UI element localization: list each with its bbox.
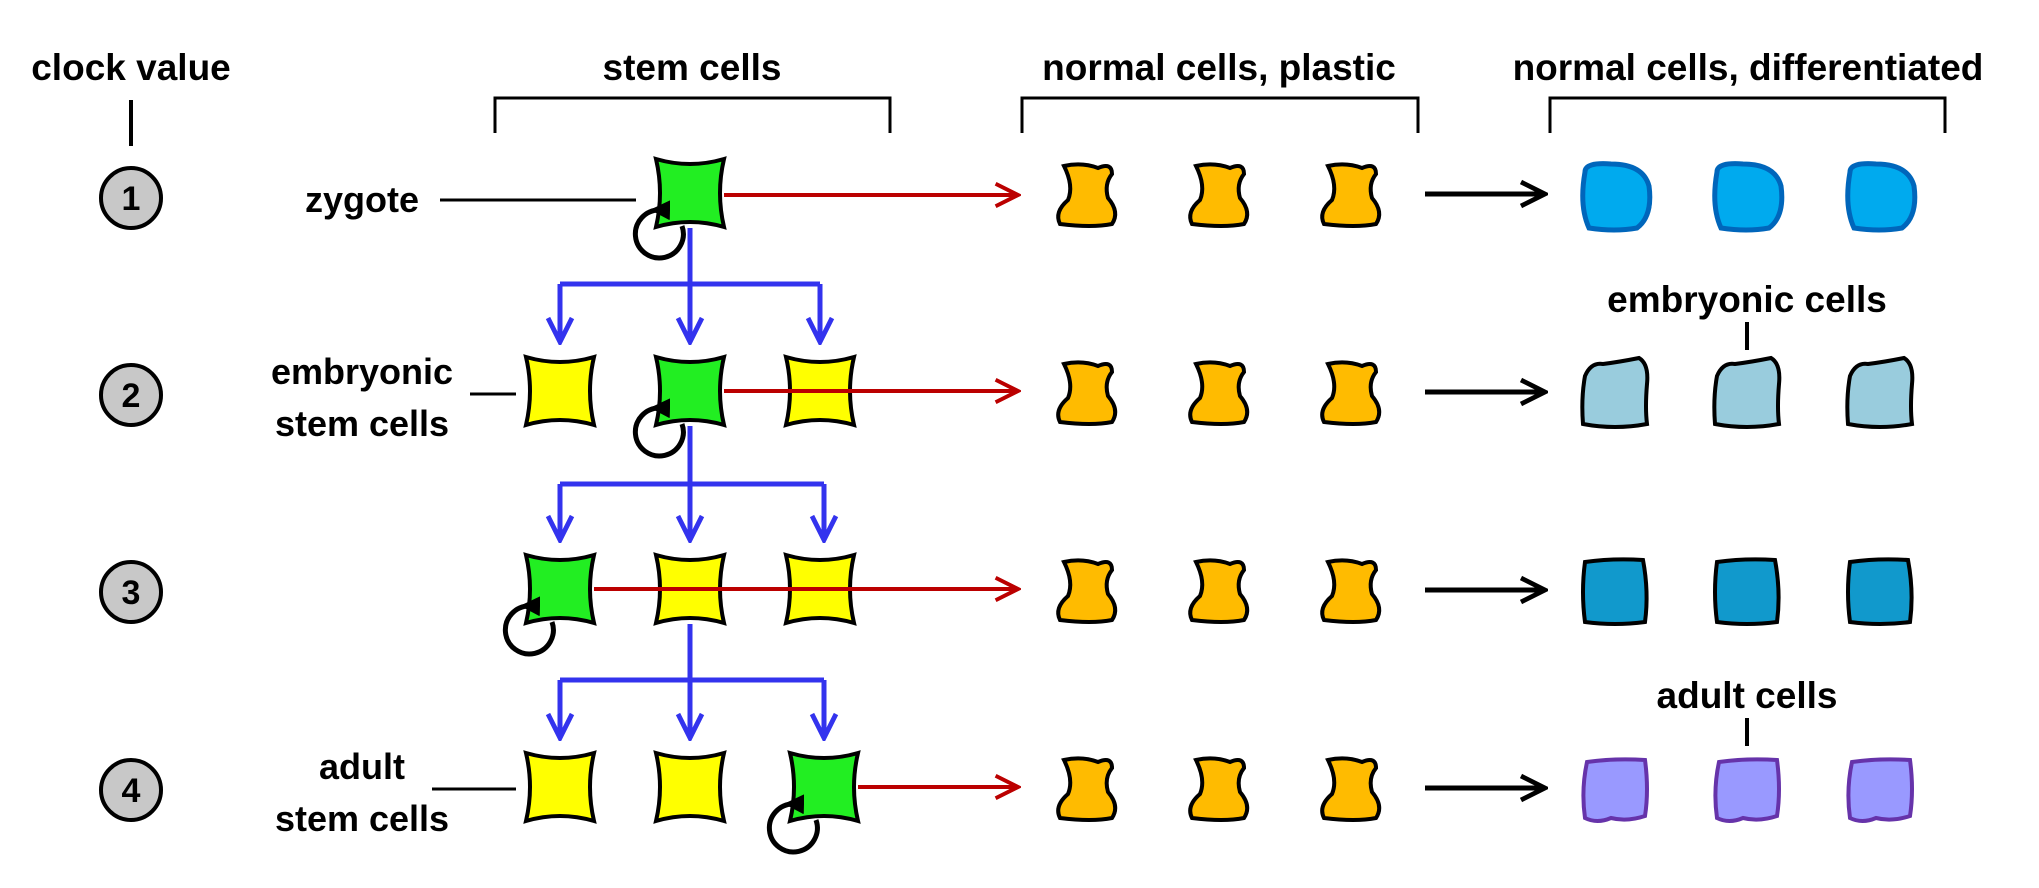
plastic-cell <box>1056 162 1118 228</box>
header-clock-value: clock value <box>31 47 231 88</box>
annotation-embryonic-cells: embryonic cells <box>1607 279 1887 320</box>
lineage-tree-1 <box>560 228 820 342</box>
annotation-adult-cells: adult cells <box>1657 675 1838 716</box>
stem-cells-bracket <box>493 96 892 133</box>
plastic-cell <box>1320 360 1382 426</box>
plastic-cells-r3 <box>1056 558 1382 624</box>
clock-badge-4: 4 <box>99 758 163 822</box>
plastic-cell <box>1188 162 1250 228</box>
differentiated-cell <box>1715 164 1782 230</box>
plastic-cell <box>1320 756 1382 822</box>
differentiated-cell <box>1848 164 1915 230</box>
stem-cell-quiescent-r2-a <box>524 355 596 427</box>
clock-badge-2-label: 2 <box>122 377 141 415</box>
differentiated-cell <box>1712 356 1782 429</box>
clock-badge-1: 1 <box>99 166 163 230</box>
plastic-cell <box>1188 558 1250 624</box>
differentiated-cells-r1 <box>1583 164 1915 230</box>
lineage-tree-3 <box>560 624 824 738</box>
header-normal-differentiated: normal cells, differentiated <box>1513 47 1984 88</box>
clock-badge-2: 2 <box>99 363 163 427</box>
stem-cell-quiescent-r4-b <box>654 751 726 823</box>
self-renewal-loop-icon <box>766 794 820 855</box>
clock-badge-3-label: 3 <box>122 574 141 612</box>
label-embryonic-stem-1: embryonic <box>271 351 453 392</box>
plastic-cell <box>1056 360 1118 426</box>
plastic-cells-r2 <box>1056 360 1382 426</box>
header-normal-plastic: normal cells, plastic <box>1042 47 1396 88</box>
stem-cell-quiescent-r4-a <box>524 751 596 823</box>
plastic-cell <box>1320 558 1382 624</box>
differentiated-cell <box>1583 164 1650 230</box>
label-embryonic-stem-2: stem cells <box>275 403 449 444</box>
clock-badge-4-label: 4 <box>122 772 141 810</box>
stem-cell-active-r2 <box>654 355 726 427</box>
differentiated-bracket <box>1548 96 1947 133</box>
plastic-cell <box>1320 162 1382 228</box>
plastic-bracket <box>1020 96 1420 133</box>
clock-badge-1-label: 1 <box>122 180 141 218</box>
differentiated-cell <box>1713 557 1781 626</box>
differentiated-cell <box>1846 757 1914 823</box>
differentiated-cells-r2 <box>1580 356 1915 429</box>
header-stem-cells: stem cells <box>603 47 782 88</box>
stem-cell-active-r1 <box>654 157 726 229</box>
differentiated-cell <box>1713 757 1781 823</box>
self-renewal-loop-icon <box>632 200 686 261</box>
label-adult-stem-1: adult <box>319 746 405 787</box>
self-renewal-loop-icon <box>632 398 686 459</box>
label-zygote: zygote <box>305 179 419 220</box>
self-renewal-loop-icon <box>502 596 556 657</box>
plastic-cells-r1 <box>1056 162 1382 228</box>
lineage-tree-2 <box>560 426 824 540</box>
differentiated-cell <box>1581 557 1649 626</box>
plastic-cells-r4 <box>1056 756 1382 822</box>
plastic-cell <box>1188 360 1250 426</box>
differentiated-cell <box>1581 757 1649 823</box>
stem-cell-active-r3 <box>524 553 596 625</box>
plastic-cell <box>1056 558 1118 624</box>
differentiated-cell <box>1580 356 1650 429</box>
label-adult-stem-2: stem cells <box>275 798 449 839</box>
differentiated-cell <box>1846 557 1914 626</box>
differentiated-cells-r3 <box>1581 557 1914 626</box>
differentiated-cells-r4 <box>1581 757 1914 823</box>
plastic-cell <box>1188 756 1250 822</box>
differentiated-cell <box>1845 356 1915 429</box>
clock-badge-3: 3 <box>99 560 163 624</box>
stem-cell-active-r4 <box>788 751 860 823</box>
plastic-cell <box>1056 756 1118 822</box>
